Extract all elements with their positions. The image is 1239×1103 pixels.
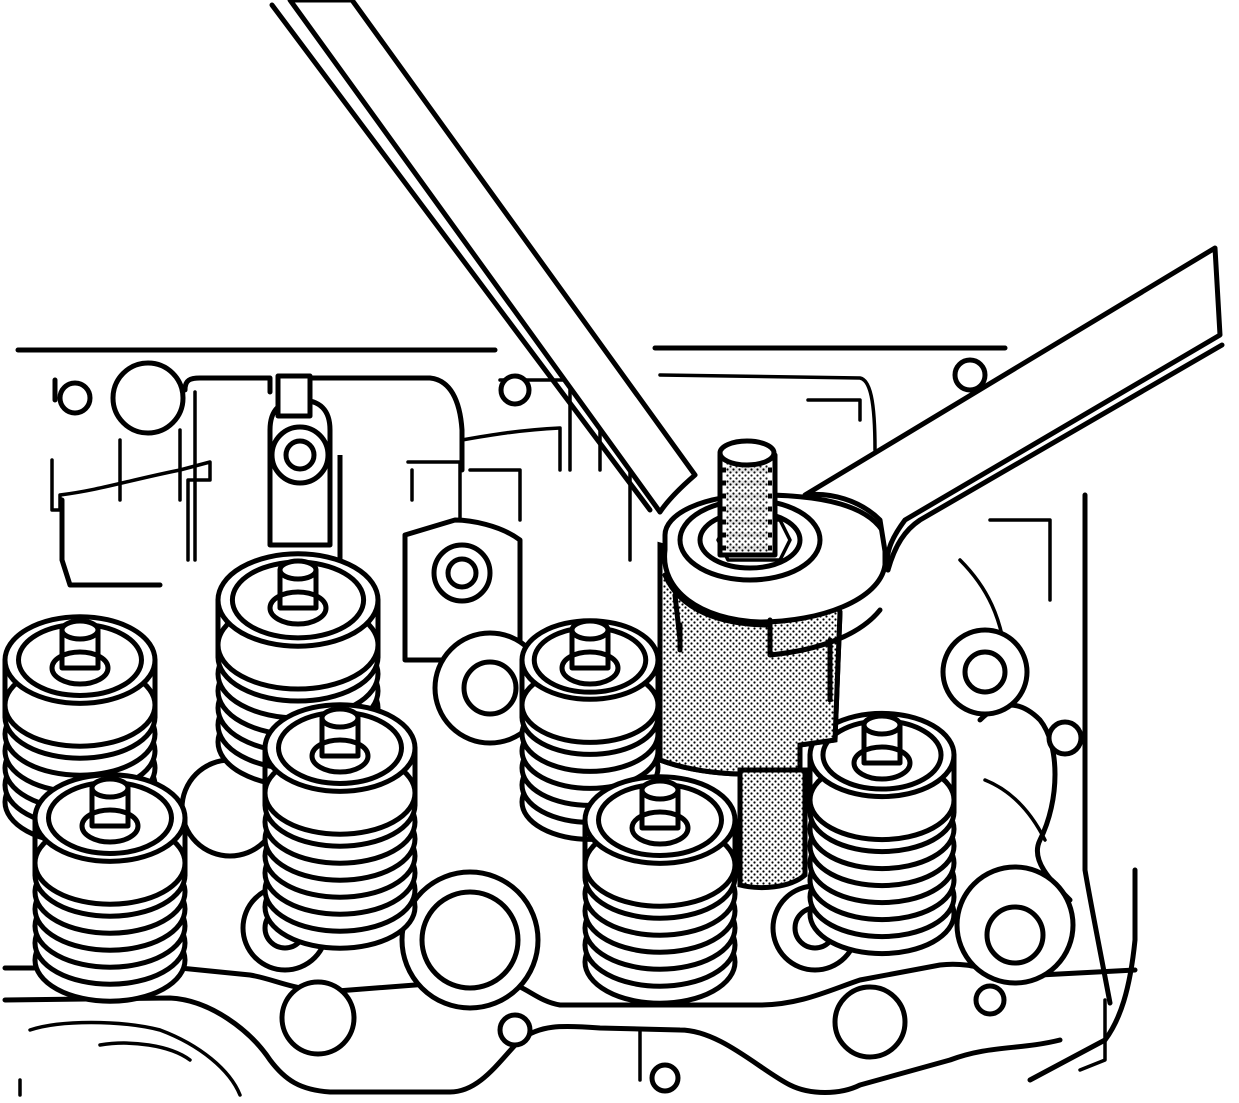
valve-stem-tip (861, 713, 903, 737)
valve-keeper (49, 649, 111, 687)
valve-spring-3 (32, 772, 188, 1004)
valve-stem-tip (89, 776, 131, 800)
valve-stem-tip (639, 778, 681, 802)
valve-spring-7 (807, 710, 957, 957)
valve-keeper (79, 807, 141, 845)
valve-keeper (309, 737, 371, 775)
square-boss (402, 517, 523, 663)
valve-keeper (267, 589, 329, 627)
valve-stem-tip (569, 618, 611, 642)
rocker-stud-boss (267, 373, 343, 560)
valve-keeper (559, 649, 621, 687)
valve-stem-tip (319, 706, 361, 730)
valve-keeper (851, 744, 913, 782)
cylinder-head-outline (15, 345, 1138, 1083)
valve-springs (2, 551, 957, 1006)
valve-stem-tip (59, 618, 101, 642)
wrench-handles (269, 0, 1225, 573)
threaded-stud (717, 438, 778, 558)
valve-spring-4 (262, 702, 418, 951)
valve-spring-6 (582, 774, 738, 1006)
bolt-holes (57, 357, 1084, 1094)
valve-stem-tip (277, 558, 319, 582)
valve-keeper (629, 809, 691, 847)
